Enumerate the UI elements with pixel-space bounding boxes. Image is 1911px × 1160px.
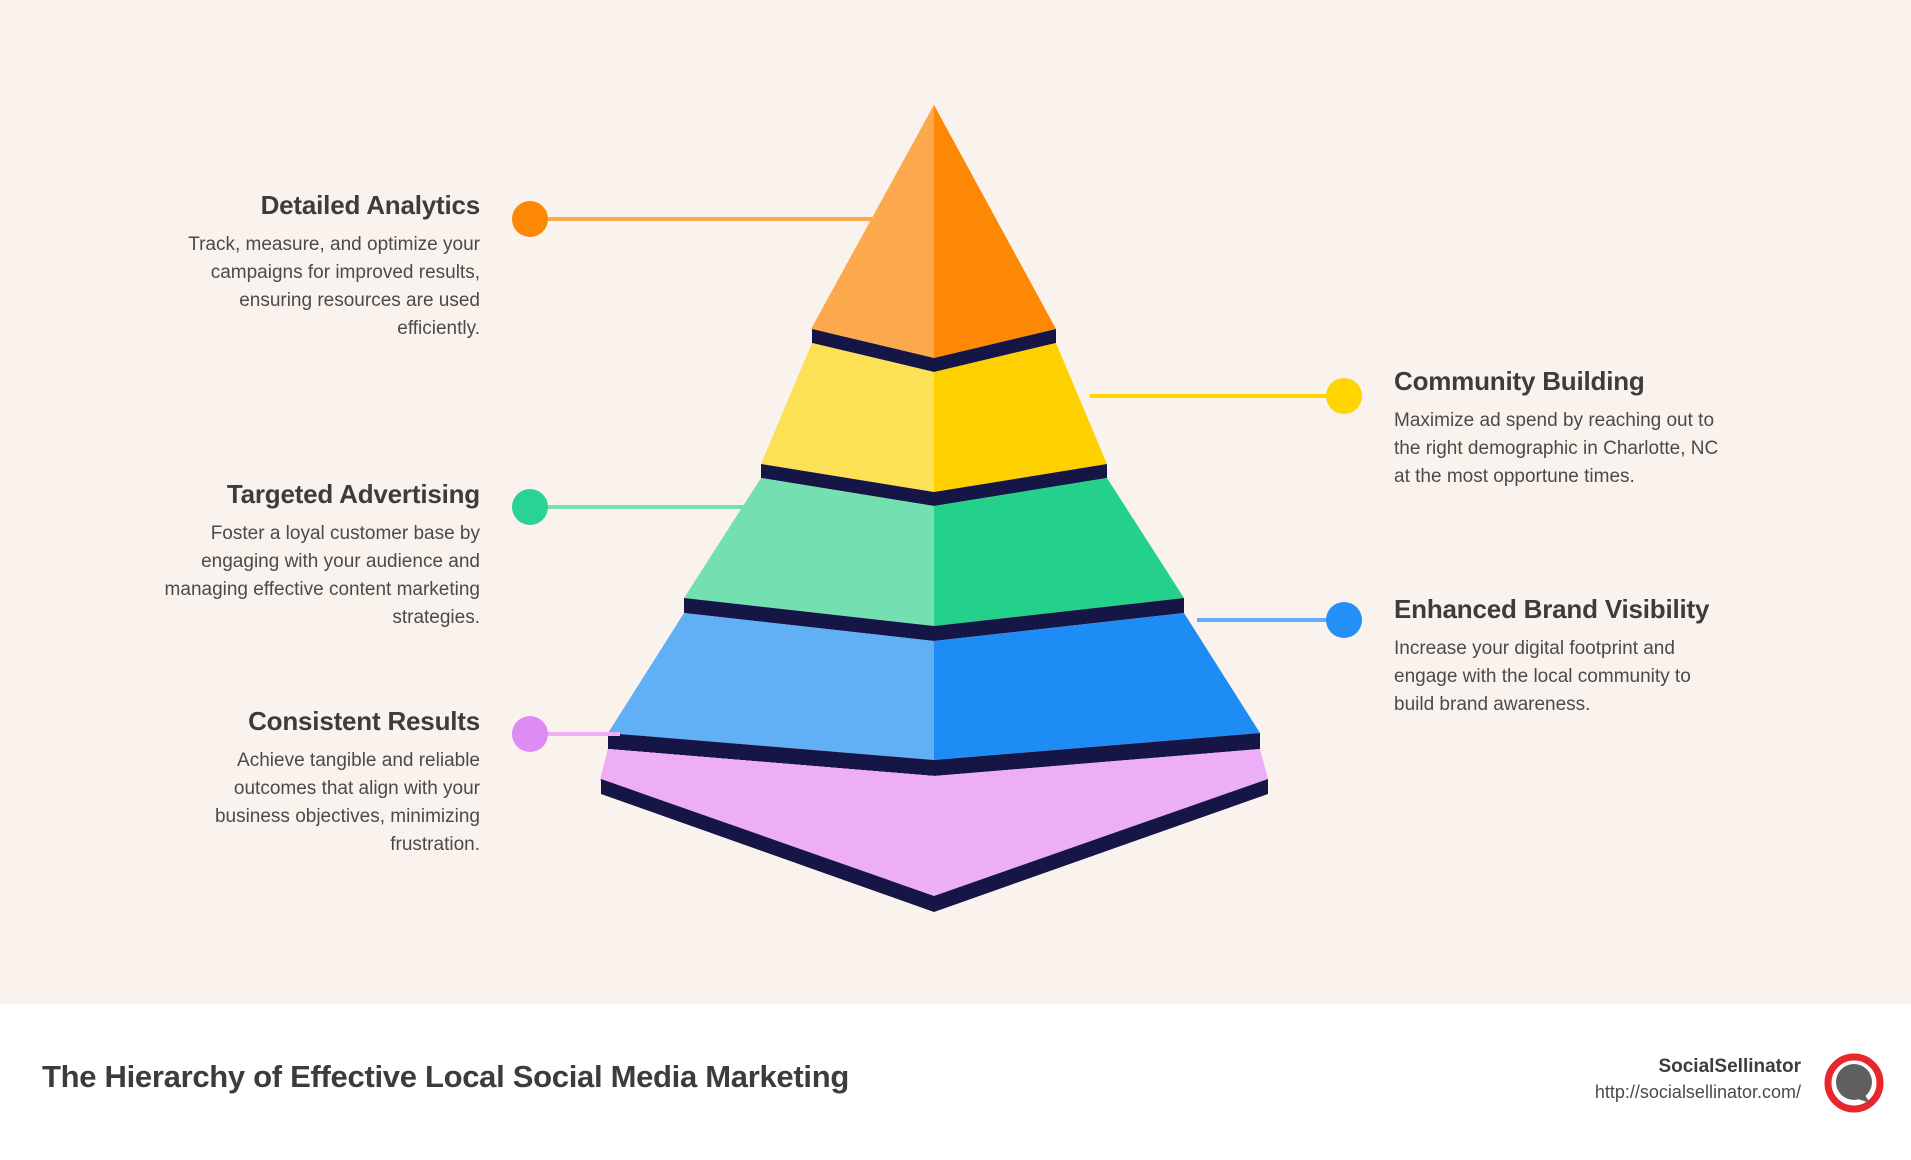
level4-left (608, 613, 934, 760)
level5-right (934, 749, 1268, 896)
speech-bubble-logo-icon (1823, 1052, 1885, 1114)
callout-enhanced-brand-visibility: Enhanced Brand Visibility Increase your … (1394, 594, 1734, 719)
pyramid-level-3 (684, 478, 1184, 641)
callout-title-targeted-advertising: Targeted Advertising (226, 479, 480, 509)
connector-dot-consistent-results[interactable] (512, 716, 548, 752)
level2-right (934, 343, 1107, 492)
callout-title-consistent-results: Consistent Results (248, 706, 480, 736)
callout-body-enhanced-brand-visibility: Increase your digital footprint and enga… (1394, 637, 1691, 715)
pyramid-level-2 (761, 343, 1107, 506)
level1-right (934, 105, 1056, 358)
level5-left-plate (601, 749, 934, 895)
level4-right-skirt (934, 733, 1260, 776)
level2-left (761, 343, 934, 492)
level5-right-skirt (934, 779, 1268, 912)
connector-dot-enhanced-brand-visibility[interactable] (1326, 602, 1362, 638)
level1-left (812, 105, 934, 358)
level3-right (934, 478, 1184, 626)
connector-dot-detailed-analytics[interactable] (512, 201, 548, 237)
level3-left-skirt (684, 598, 934, 641)
level1-right-skirt (934, 329, 1056, 372)
callout-body-consistent-results: Achieve tangible and reliable outcomes t… (214, 749, 480, 856)
pyramid-level-1 (811, 105, 1056, 372)
brand-name: SocialSellinator (1658, 1056, 1801, 1077)
level2-left-skirt (761, 464, 934, 506)
level1-left-skirt (812, 329, 934, 372)
level3-left (684, 478, 934, 626)
brand-url[interactable]: http://socialsellinator.com/ (1594, 1081, 1801, 1102)
callout-body-targeted-advertising: Foster a loyal customer base by engaging… (164, 522, 480, 629)
pyramid-level-4 (608, 613, 1260, 776)
footer-title: The Hierarchy of Effective Local Social … (42, 1059, 849, 1094)
brand-block: SocialSellinator http://socialsellinator… (1595, 1054, 1801, 1104)
footer-bar: The Hierarchy of Effective Local Social … (0, 1004, 1911, 1160)
callout-title-detailed-analytics: Detailed Analytics (260, 190, 481, 220)
connector-dot-community-building[interactable] (1326, 378, 1362, 414)
level2-right-skirt (934, 464, 1107, 506)
callout-title-enhanced-brand-visibility: Enhanced Brand Visibility (1394, 594, 1710, 624)
callout-consistent-results: Consistent Results Achieve tangible and … (155, 706, 480, 859)
level4-right (934, 613, 1260, 760)
level4-left-skirt (608, 733, 934, 776)
callout-targeted-advertising: Targeted Advertising Foster a loyal cust… (155, 479, 481, 632)
callout-body-community-building: Maximize ad spend by reaching out to the… (1394, 409, 1719, 487)
level3-right-skirt (934, 598, 1184, 641)
level5-left-skirt (601, 779, 934, 912)
callout-detailed-analytics: Detailed Analytics Track, measure, and o… (155, 190, 480, 343)
callout-community-building: Community Building Maximize ad spend by … (1394, 366, 1724, 491)
callout-body-detailed-analytics: Track, measure, and optimize your campai… (188, 233, 480, 340)
callout-title-community-building: Community Building (1394, 366, 1645, 396)
pyramid-level-5 (600, 749, 1268, 912)
connector-dot-targeted-advertising[interactable] (512, 489, 548, 525)
pyramid-diagram (540, 105, 1330, 912)
